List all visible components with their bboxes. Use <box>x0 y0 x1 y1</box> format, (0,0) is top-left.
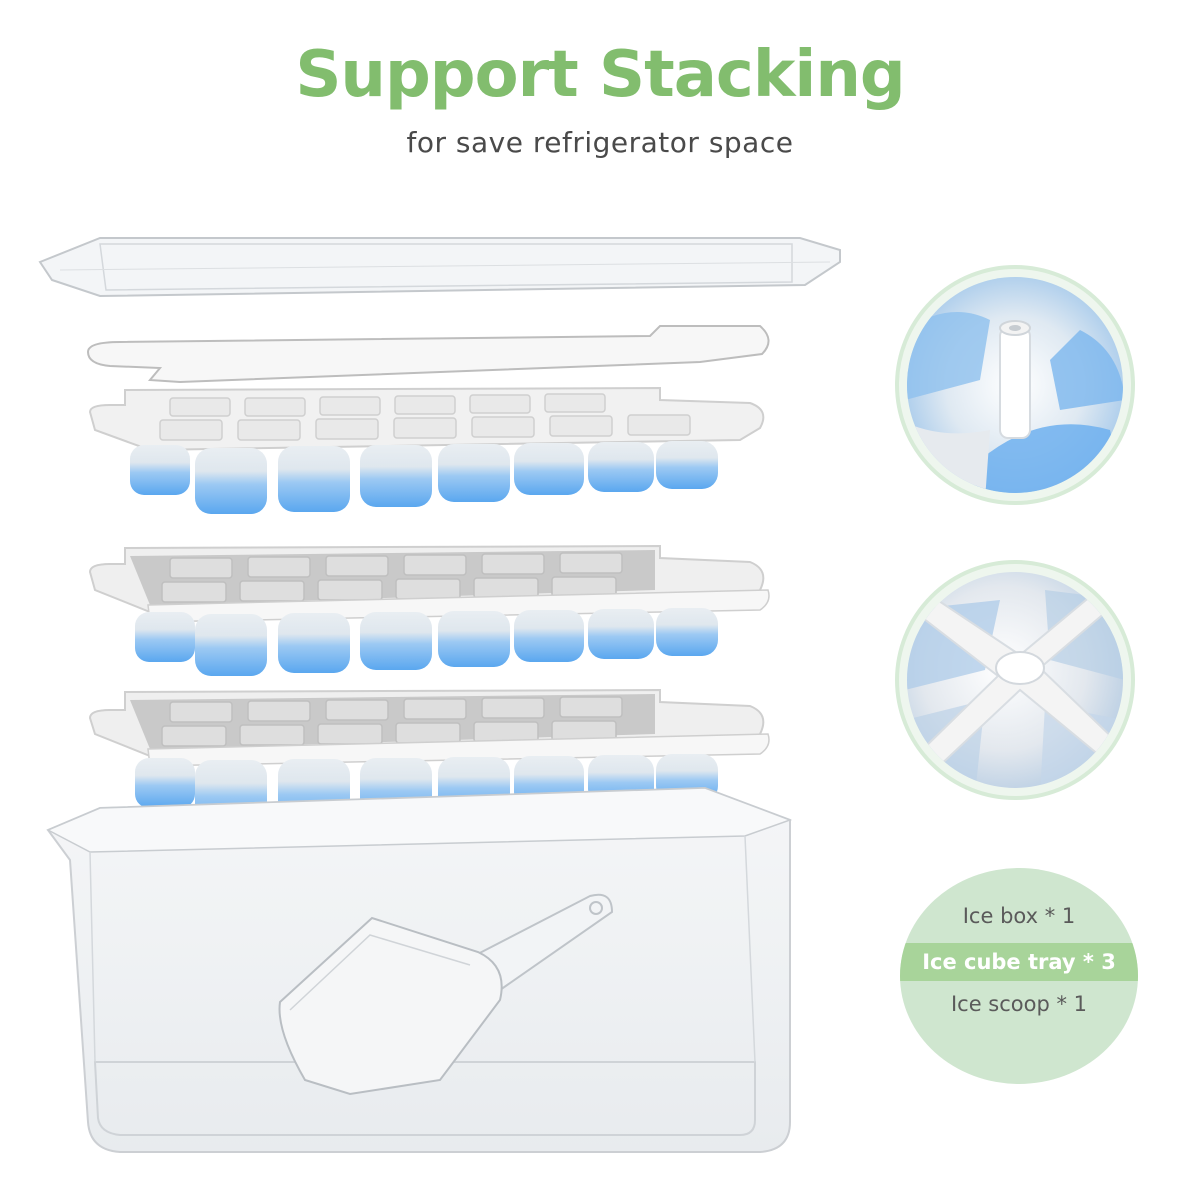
clear-lid <box>38 237 841 298</box>
contents-badge: Ice box * 1 Ice cube tray * 3 Ice scoop … <box>900 868 1138 1084</box>
ice-scoop <box>278 893 614 1096</box>
page-title: Support Stacking <box>295 38 905 112</box>
ice-tray-1 <box>88 386 765 514</box>
detail-circle-cross <box>895 560 1135 800</box>
ice-tray-3 <box>88 688 770 826</box>
contents-item-ice-scoop: Ice scoop * 1 <box>950 992 1088 1016</box>
ice-tray-2 <box>88 544 770 676</box>
contents-item-ice-box: Ice box * 1 <box>962 904 1076 928</box>
page-subtitle: for save refrigerator space <box>406 126 794 159</box>
separator-sheet <box>86 325 770 384</box>
detail-circle-pillar <box>895 265 1135 505</box>
contents-item-ice-cube-tray: Ice cube tray * 3 <box>900 943 1138 981</box>
